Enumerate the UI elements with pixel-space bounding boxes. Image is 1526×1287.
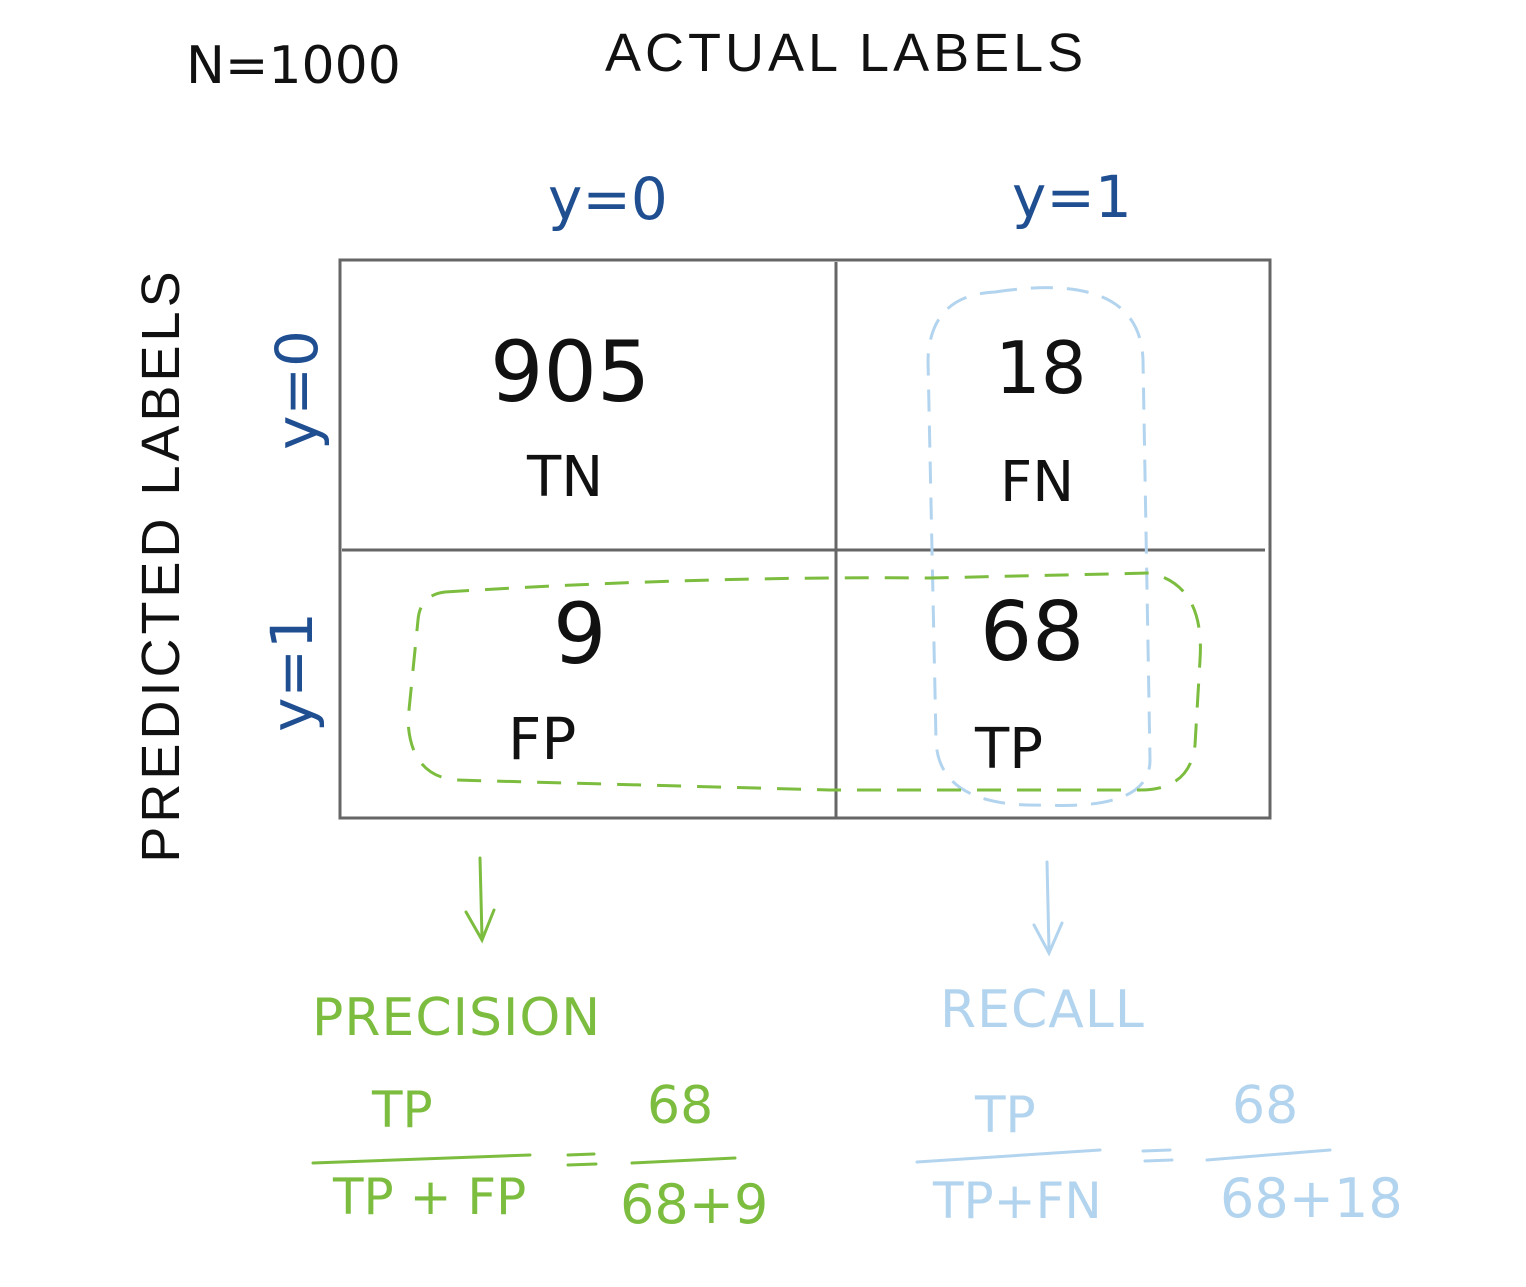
row-label-y0: y=0 bbox=[263, 330, 331, 450]
tn-value: 905 bbox=[490, 323, 651, 421]
precision-title: PRECISION bbox=[312, 988, 602, 1048]
fp-value: 9 bbox=[553, 585, 607, 683]
tp-value: 68 bbox=[980, 585, 1085, 680]
actual-labels-title: ACTUAL LABELS bbox=[605, 23, 1088, 83]
n-total-label: N=1000 bbox=[186, 36, 401, 96]
precision-numerator-value: 68 bbox=[647, 1076, 714, 1136]
recall-highlight-region bbox=[926, 286, 1152, 807]
recall-denominator-value: 68+18 bbox=[1220, 1167, 1403, 1230]
recall-denominator: TP+FN bbox=[933, 1172, 1102, 1230]
fn-value: 18 bbox=[995, 326, 1087, 410]
predicted-labels-title: PREDICTED LABELS bbox=[131, 267, 191, 863]
precision-denominator-value: 68+9 bbox=[620, 1173, 769, 1236]
precision-numerator: TP bbox=[372, 1081, 433, 1139]
precision-highlight-region bbox=[406, 571, 1202, 792]
recall-numerator: TP bbox=[975, 1086, 1036, 1144]
precision-fraction-bars bbox=[311, 1152, 737, 1167]
matrix-border bbox=[338, 258, 1272, 820]
recall-title: RECALL bbox=[940, 980, 1145, 1040]
confusion-matrix-grid bbox=[338, 258, 1272, 820]
fn-label: FN bbox=[1000, 450, 1075, 515]
precision-denominator: TP + FP bbox=[333, 1168, 527, 1226]
tn-label: TN bbox=[527, 445, 604, 510]
tp-label: TP bbox=[975, 717, 1043, 782]
column-label-y0: y=0 bbox=[548, 165, 668, 233]
recall-arrow-icon bbox=[1032, 860, 1064, 957]
precision-arrow-icon bbox=[464, 856, 496, 944]
recall-fraction-bars bbox=[915, 1148, 1332, 1164]
fp-label: FP bbox=[508, 705, 577, 773]
row-label-y1: y=1 bbox=[258, 612, 326, 732]
column-label-y1: y=1 bbox=[1012, 163, 1132, 231]
recall-numerator-value: 68 bbox=[1232, 1076, 1299, 1136]
